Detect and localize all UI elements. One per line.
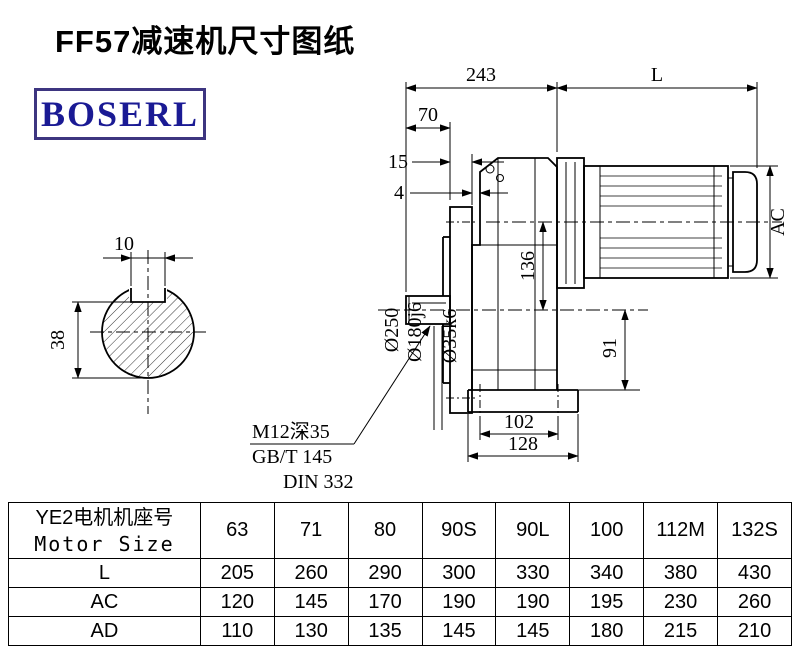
table-cell: 130 bbox=[273, 616, 349, 646]
size-col-header: 71 bbox=[273, 502, 349, 559]
motor-size-header-cn: YE2电机机座号 bbox=[35, 506, 174, 529]
dimensions: 243 L 70 15 4 AC 136 Ø250 Ø180j6 Ø35k6 9… bbox=[381, 64, 789, 462]
dim-136-label: 136 bbox=[517, 251, 539, 281]
note-tapped-hole: M12深35 bbox=[252, 420, 330, 443]
table-cell: 120 bbox=[199, 587, 275, 617]
table-cell: 330 bbox=[495, 558, 571, 588]
size-col-header: 90L bbox=[495, 502, 571, 559]
motor-size-header-en: Motor Size bbox=[34, 531, 175, 556]
table-cell: 145 bbox=[495, 616, 571, 646]
table-cell: 170 bbox=[347, 587, 423, 617]
fan-cowl bbox=[732, 171, 758, 273]
table-cell: 190 bbox=[421, 587, 497, 617]
table-cell: 145 bbox=[421, 616, 497, 646]
table-header-row: YE2电机机座号 Motor Size 63 71 80 90S 90L 100… bbox=[8, 502, 792, 559]
size-col-header: 112M bbox=[643, 502, 719, 559]
dim-38-label: 38 bbox=[47, 330, 69, 350]
gearbox-side-view bbox=[378, 157, 782, 418]
notes: M12深35 GB/T 145 DIN 332 bbox=[250, 325, 431, 493]
note-standard-gb: GB/T 145 bbox=[252, 446, 332, 468]
brand-logo-text: BOSERL bbox=[40, 94, 200, 134]
dim-register-dia-label: Ø180j6 bbox=[404, 302, 426, 362]
motor-fins bbox=[600, 175, 722, 269]
dim-15-label: 15 bbox=[388, 151, 408, 173]
table-cell: 230 bbox=[643, 587, 719, 617]
dim-AC-label: AC bbox=[767, 208, 789, 236]
table-row-L: L 205 260 290 300 330 340 380 430 bbox=[8, 558, 792, 588]
dim-keyway-width: 10 bbox=[103, 233, 193, 286]
table-cell: 145 bbox=[273, 587, 349, 617]
table-cell: 205 bbox=[199, 558, 275, 588]
table-cell: 190 bbox=[495, 587, 571, 617]
size-col-header: 132S bbox=[717, 502, 792, 559]
mounting-base bbox=[467, 384, 579, 418]
dim-243-label: 243 bbox=[466, 64, 496, 86]
dim-key-height: 38 bbox=[47, 301, 146, 379]
dim-flange-dia-label: Ø250 bbox=[381, 308, 403, 352]
brand-logo-box: BOSERL bbox=[34, 88, 206, 140]
housing-plug bbox=[485, 164, 495, 174]
row-label: AD bbox=[8, 616, 201, 646]
page-title: FF57减速机尺寸图纸 bbox=[55, 24, 356, 59]
size-col-header: 63 bbox=[199, 502, 275, 559]
dim-L-label: L bbox=[651, 64, 663, 86]
motor-size-header-cell: YE2电机机座号 Motor Size bbox=[8, 502, 201, 559]
table-cell: 300 bbox=[421, 558, 497, 588]
table-row-AD: AD 110 130 135 145 145 180 215 210 bbox=[8, 616, 792, 646]
row-label: L bbox=[8, 558, 201, 588]
shaft-end-view: 10 38 bbox=[47, 233, 206, 414]
table-cell: 135 bbox=[347, 616, 423, 646]
size-col-header: 80 bbox=[347, 502, 423, 559]
dim-10-label: 10 bbox=[114, 233, 134, 255]
table-cell: 340 bbox=[569, 558, 645, 588]
table-cell: 380 bbox=[643, 558, 719, 588]
housing-bolt bbox=[496, 174, 504, 182]
motor-adapter bbox=[556, 157, 585, 289]
motor-size-table: YE2电机机座号 Motor Size 63 71 80 90S 90L 100… bbox=[8, 502, 792, 646]
table-cell: 260 bbox=[273, 558, 349, 588]
dim-shaft-dia-label: Ø35k6 bbox=[439, 309, 461, 363]
size-col-header: 90S bbox=[421, 502, 497, 559]
table-cell: 210 bbox=[717, 616, 792, 646]
dim-102-label: 102 bbox=[504, 411, 534, 433]
table-cell: 215 bbox=[643, 616, 719, 646]
table-row-AC: AC 120 145 170 190 190 195 230 260 bbox=[8, 587, 792, 617]
dim-4-label: 4 bbox=[394, 182, 404, 204]
technical-drawing: 10 38 bbox=[47, 64, 789, 493]
dim-128-label: 128 bbox=[508, 433, 538, 455]
table-cell: 290 bbox=[347, 558, 423, 588]
table-cell: 260 bbox=[717, 587, 792, 617]
table-cell: 110 bbox=[199, 616, 275, 646]
table-cell: 430 bbox=[717, 558, 792, 588]
table-cell: 180 bbox=[569, 616, 645, 646]
row-label: AC bbox=[8, 587, 201, 617]
size-col-header: 100 bbox=[569, 502, 645, 559]
table-cell: 195 bbox=[569, 587, 645, 617]
dim-70-label: 70 bbox=[418, 104, 438, 126]
dim-91-label: 91 bbox=[599, 338, 621, 358]
note-standard-din: DIN 332 bbox=[283, 471, 354, 493]
